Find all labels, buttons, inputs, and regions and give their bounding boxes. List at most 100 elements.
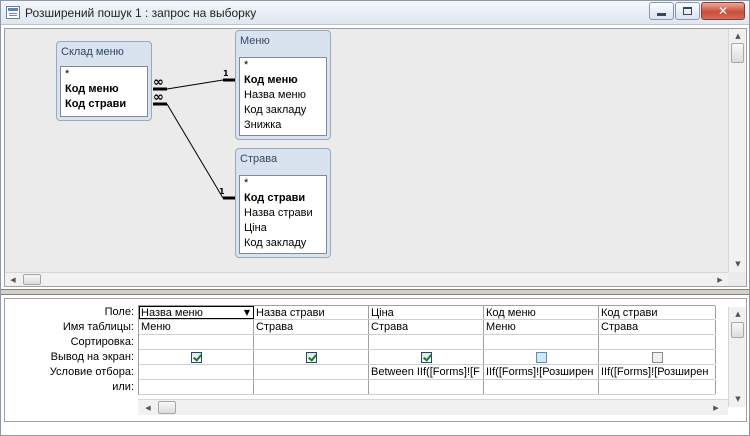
scroll-left-icon[interactable]: ◀ — [10, 276, 16, 284]
close-icon: ✕ — [717, 4, 729, 18]
grid-vscroll-thumb[interactable] — [731, 322, 744, 338]
grid-row-table: Меню Страва Страва Меню Страва — [139, 320, 716, 335]
sort-cell[interactable] — [369, 335, 484, 349]
field-item[interactable]: Код страви — [65, 98, 127, 110]
table-sklad-menu[interactable]: Склад меню * Код меню Код страви — [56, 41, 152, 121]
relation-many-label-menu: ∞ — [153, 75, 164, 90]
sort-cell[interactable] — [484, 335, 599, 349]
table-caption: Склад меню — [61, 46, 124, 58]
window-title: Розширений пошук 1 : запрос на выборку — [25, 6, 257, 20]
grid-cells: Назва меню ▼ Назва страви Ціна Код меню … — [138, 305, 716, 395]
field-list: * Код меню Код страви — [60, 66, 148, 117]
sort-cell[interactable] — [599, 335, 716, 349]
or-cell[interactable] — [599, 380, 716, 394]
scroll-right-icon[interactable]: ▶ — [717, 276, 723, 284]
table-cell[interactable]: Страва — [369, 320, 484, 334]
grid-row-labels: Поле: Имя таблицы: Сортировка: Вывод на … — [5, 305, 138, 395]
show-cell — [139, 350, 254, 364]
diagram-vscroll-thumb[interactable] — [731, 43, 744, 63]
row-label-criteria: Условие отбора: — [49, 366, 134, 378]
relation-line-menu[interactable] — [166, 79, 224, 90]
sort-cell[interactable] — [139, 335, 254, 349]
minimize-icon — [657, 12, 666, 16]
grid-row-or — [139, 380, 716, 395]
field-cell[interactable]: Ціна — [369, 306, 484, 319]
scroll-up-icon[interactable]: ▲ — [735, 310, 741, 318]
table-cell[interactable]: Меню — [484, 320, 599, 334]
diagram-hscroll-thumb[interactable] — [23, 274, 41, 285]
query-app-icon — [6, 6, 20, 19]
sort-cell[interactable] — [254, 335, 369, 349]
table-caption: Меню — [240, 35, 270, 47]
field-cell[interactable]: Назва страви — [254, 306, 369, 319]
field-item[interactable]: Назва страви — [244, 207, 313, 219]
criteria-cell[interactable]: IIf([Forms]![Розширен — [484, 365, 599, 379]
field-cell-value: Назва меню — [141, 307, 203, 319]
criteria-cell[interactable] — [254, 365, 369, 379]
grid-row-field: Назва меню ▼ Назва страви Ціна Код меню … — [139, 305, 716, 320]
query-design-grid[interactable]: Поле: Имя таблицы: Сортировка: Вывод на … — [4, 298, 747, 422]
or-cell[interactable] — [254, 380, 369, 394]
relation-one-label-strava: 1 — [219, 187, 225, 196]
diagram-horizontal-scrollbar[interactable]: ◀ ▶ — [5, 272, 728, 286]
show-checkbox[interactable] — [651, 351, 663, 363]
relation-line-strava[interactable] — [166, 103, 224, 199]
field-item[interactable]: * — [244, 177, 249, 189]
grid-hscroll-thumb[interactable] — [158, 401, 176, 414]
table-diagram-pane[interactable]: ∞ ∞ 1 1 Склад меню * Код меню Код страви… — [4, 28, 747, 287]
show-checkbox[interactable] — [535, 351, 547, 363]
criteria-cell[interactable]: Between IIf([Forms]![F — [369, 365, 484, 379]
field-item[interactable]: Код страви — [244, 192, 306, 204]
criteria-cell[interactable] — [139, 365, 254, 379]
scroll-down-icon[interactable]: ▼ — [735, 395, 741, 403]
dropdown-arrow-icon[interactable]: ▼ — [243, 308, 250, 317]
field-cell[interactable]: Назва меню ▼ — [139, 306, 254, 319]
field-cell[interactable]: Код страви — [599, 306, 716, 319]
scroll-right-icon[interactable]: ▶ — [713, 404, 719, 412]
field-cell[interactable]: Код меню — [484, 306, 599, 319]
field-item[interactable]: Код закладу — [244, 104, 307, 116]
field-item[interactable]: Код закладу — [244, 237, 307, 249]
grid-horizontal-scrollbar[interactable]: ◀ ▶ — [138, 399, 728, 415]
relationship-lines: ∞ ∞ 1 1 — [153, 69, 237, 200]
field-item[interactable]: * — [244, 59, 249, 71]
pane-splitter[interactable] — [1, 289, 749, 295]
field-item[interactable]: Код меню — [244, 74, 298, 86]
table-cell[interactable]: Страва — [599, 320, 716, 334]
grid-vertical-scrollbar[interactable]: ▲ ▼ — [728, 307, 746, 407]
show-checkbox[interactable] — [420, 351, 432, 363]
show-cell — [599, 350, 716, 364]
criteria-cell[interactable]: IIf([Forms]![Розширен — [599, 365, 716, 379]
or-cell[interactable] — [484, 380, 599, 394]
diagram-vertical-scrollbar[interactable]: ▲ ▼ — [728, 29, 746, 272]
scroll-down-icon[interactable]: ▼ — [735, 260, 741, 268]
table-strava[interactable]: Страва * Код страви Назва страви Ціна Ко… — [235, 148, 331, 258]
relation-one-label-menu: 1 — [223, 69, 229, 78]
field-item[interactable]: Знижка — [244, 119, 282, 131]
minimize-button[interactable] — [649, 2, 674, 20]
field-list: * Код страви Назва страви Ціна Код закла… — [239, 175, 327, 254]
grid-row-criteria: Between IIf([Forms]![F IIf([Forms]![Розш… — [139, 365, 716, 380]
field-item[interactable]: Код меню — [65, 83, 119, 95]
table-cell[interactable]: Страва — [254, 320, 369, 334]
field-item[interactable]: * — [65, 68, 70, 80]
title-bar[interactable]: Розширений пошук 1 : запрос на выборку ✕ — [1, 1, 749, 25]
field-item[interactable]: Ціна — [244, 222, 267, 234]
show-cell — [484, 350, 599, 364]
table-caption: Страва — [240, 153, 278, 165]
table-cell[interactable]: Меню — [139, 320, 254, 334]
show-checkbox[interactable] — [305, 351, 317, 363]
row-label-sort: Сортировка: — [70, 336, 134, 348]
or-cell[interactable] — [369, 380, 484, 394]
or-cell[interactable] — [139, 380, 254, 394]
show-cell — [254, 350, 369, 364]
close-button[interactable]: ✕ — [701, 2, 745, 20]
relation-many-label-strava: ∞ — [153, 90, 164, 105]
scroll-left-icon[interactable]: ◀ — [145, 404, 151, 412]
scroll-up-icon[interactable]: ▲ — [735, 32, 741, 40]
table-menu[interactable]: Меню * Код меню Назва меню Код закладу З… — [235, 30, 331, 140]
maximize-button[interactable] — [675, 2, 700, 20]
show-checkbox[interactable] — [190, 351, 202, 363]
field-item[interactable]: Назва меню — [244, 89, 306, 101]
